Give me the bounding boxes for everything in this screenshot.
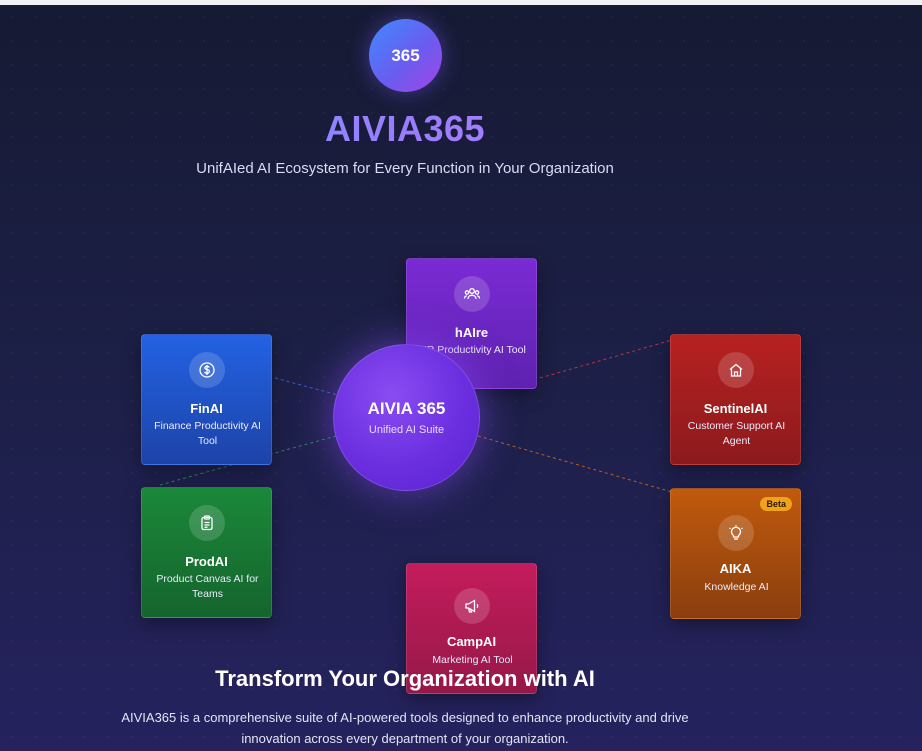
product-card-sentinelai[interactable]: SentinelAI Customer Support AI Agent xyxy=(670,334,801,465)
link-finai xyxy=(274,377,339,396)
product-name: hAIre xyxy=(454,325,489,340)
section-heading: Transform Your Organization with AI xyxy=(215,666,595,691)
product-name: AIKA xyxy=(719,561,752,576)
top-border xyxy=(0,0,922,5)
product-desc: Product Canvas AI for Teams xyxy=(156,573,259,600)
section-paragraph: AIVIA365 is a comprehensive suite of AI-… xyxy=(121,710,689,746)
product-desc: HR Productivity AI Tool xyxy=(419,344,526,356)
hub-subtitle: Unified AI Suite xyxy=(368,424,445,436)
hub-title: AIVIA 365 xyxy=(367,399,446,418)
product-desc: Knowledge AI xyxy=(704,581,769,593)
product-card-aika[interactable]: Beta AIKA Knowledge AI xyxy=(670,488,801,619)
lightbulb-icon xyxy=(718,515,754,551)
logo-badge[interactable]: 365 xyxy=(369,19,442,92)
tagline: UnifAIed AI Ecosystem for Every Function… xyxy=(196,160,614,177)
product-desc: Finance Productivity AI Tool xyxy=(154,420,261,447)
product-card-campai[interactable]: CampAI Marketing AI Tool xyxy=(406,563,537,694)
clipboard-icon xyxy=(189,505,225,541)
logo-text: 365 xyxy=(391,45,420,65)
users-icon xyxy=(454,276,490,312)
brand-title: AIVIA365 xyxy=(0,108,810,150)
link-sentinelai xyxy=(539,339,673,379)
central-hub[interactable]: AIVIA 365 Unified AI Suite xyxy=(333,344,480,491)
product-card-finai[interactable]: FinAI Finance Productivity AI Tool xyxy=(141,334,272,465)
home-icon xyxy=(718,352,754,388)
product-name: CampAI xyxy=(446,634,497,649)
dollar-icon xyxy=(189,352,225,388)
product-card-prodai[interactable]: ProdAI Product Canvas AI for Teams xyxy=(141,487,272,618)
product-name: FinAI xyxy=(190,401,223,416)
link-aika xyxy=(477,435,673,493)
beta-badge: Beta xyxy=(760,497,792,511)
product-name: SentinelAI xyxy=(703,401,768,416)
product-name: ProdAI xyxy=(185,554,228,569)
product-desc: Customer Support AI Agent xyxy=(687,420,786,447)
product-desc: Marketing AI Tool xyxy=(432,654,513,666)
megaphone-icon xyxy=(454,588,490,624)
